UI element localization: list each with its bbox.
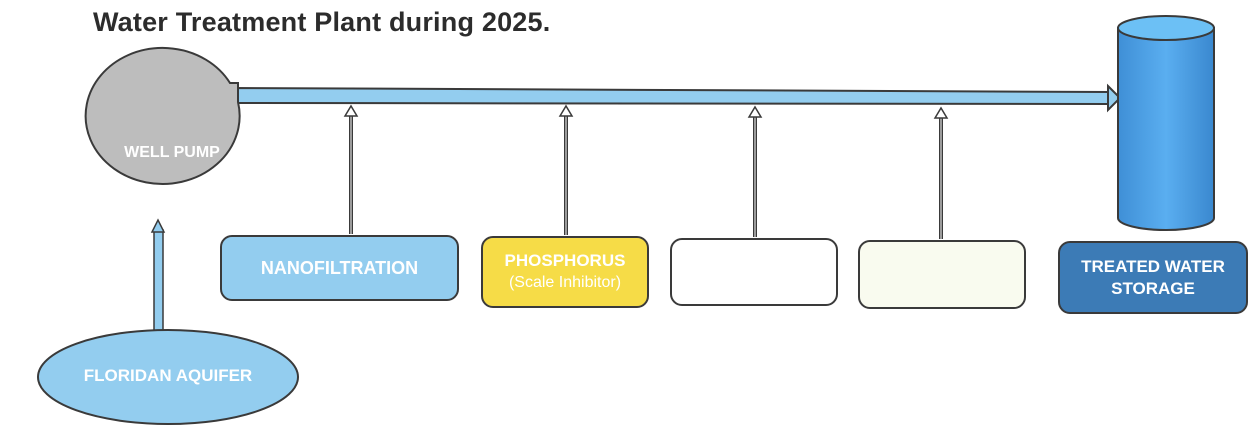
treatment-box-blank-2 — [858, 240, 1026, 309]
nanofiltration-label: NANOFILTRATION — [260, 258, 419, 278]
storage-tank — [1117, 15, 1215, 231]
storage-label-line2: STORAGE — [1111, 278, 1195, 298]
diagram-title: Water Treatment Plant during 2025. — [93, 7, 551, 37]
nanofiltration-box: NANOFILTRATION — [220, 235, 459, 301]
aquifer-label: FLORIDAN AQUIFER — [83, 366, 253, 385]
phosphorus-label: PHOSPHORUS — [504, 251, 626, 270]
feed-line-blank-1 — [747, 105, 763, 237]
well-pump — [84, 46, 241, 185]
feed-line-phosphorus — [558, 104, 574, 235]
well-pump-label: WELL PUMP — [124, 144, 220, 161]
phosphorus-sublabel: (Scale Inhibitor) — [508, 274, 622, 291]
main-pipe — [231, 83, 1122, 113]
treated-water-storage-box: TREATED WATER STORAGE — [1058, 241, 1248, 314]
phosphorus-box: PHOSPHORUS (Scale Inhibitor) — [481, 236, 649, 308]
floridan-aquifer — [37, 329, 299, 425]
feed-line-nanofiltration — [343, 104, 359, 234]
aquifer-to-pump-line — [150, 218, 166, 343]
treatment-box-blank-1 — [670, 238, 838, 306]
feed-line-blank-2 — [933, 106, 949, 239]
storage-label-line1: TREATED WATER — [1081, 256, 1225, 276]
